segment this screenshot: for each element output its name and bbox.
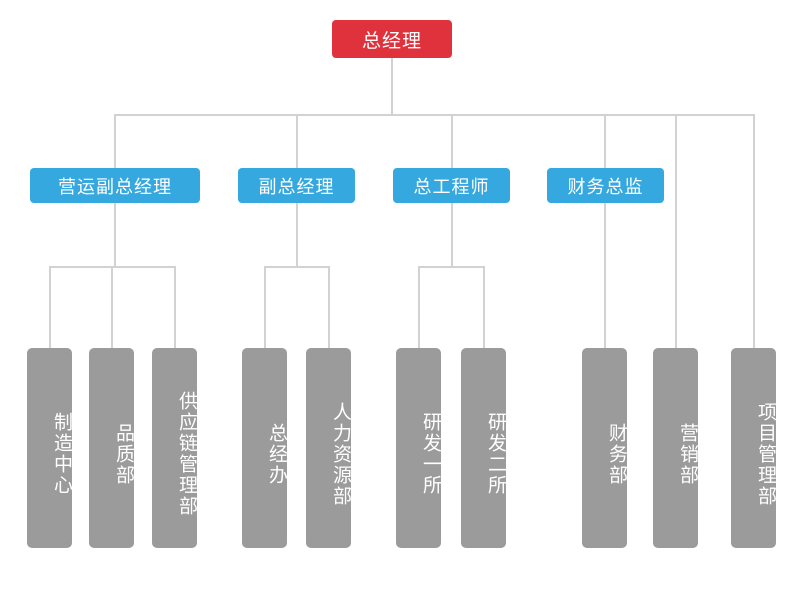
connector-manager-2-bus <box>264 266 330 268</box>
connector-bus-to-manager-1 <box>114 114 116 168</box>
node-finance-director[interactable]: 财务总监 <box>547 168 664 203</box>
connector-bus-to-manager-2 <box>296 114 298 168</box>
node-project-mgmt-dept[interactable]: 项目管理部 <box>731 348 777 548</box>
connector-to-supply-chain <box>174 266 176 348</box>
connector-to-quality <box>111 266 113 348</box>
node-hr-dept[interactable]: 人力资源部 <box>306 348 352 548</box>
connector-manager-2-stem <box>296 202 298 267</box>
node-deputy-gm[interactable]: 副总经理 <box>238 168 355 203</box>
connector-to-finance <box>604 114 606 348</box>
connector-to-rd-2 <box>483 266 485 348</box>
connector-manager-3-bus <box>418 266 484 268</box>
connector-bus-to-marketing <box>675 114 677 348</box>
connector-to-gm-office <box>264 266 266 348</box>
node-operations-vp[interactable]: 营运副总经理 <box>30 168 200 203</box>
node-supply-chain-dept[interactable]: 供应链管理部 <box>152 348 198 548</box>
node-gm-office[interactable]: 总经办 <box>242 348 288 548</box>
connector-to-hr <box>328 266 330 348</box>
connector-bus-to-manager-3 <box>451 114 453 168</box>
connector-manager-3-stem <box>451 202 453 267</box>
node-finance-dept[interactable]: 财务部 <box>582 348 628 548</box>
node-general-manager[interactable]: 总经理 <box>332 20 452 58</box>
node-rd-institute-1[interactable]: 研发一所 <box>396 348 442 548</box>
node-marketing-dept[interactable]: 营销部 <box>653 348 699 548</box>
connector-bus-to-project-mgmt <box>753 114 755 348</box>
connector-root-stem <box>391 58 393 115</box>
node-rd-institute-2[interactable]: 研发二所 <box>461 348 507 548</box>
connector-to-manufacturing <box>49 266 51 348</box>
connector-main-bus <box>115 114 755 116</box>
node-chief-engineer[interactable]: 总工程师 <box>393 168 510 203</box>
connector-to-rd-1 <box>418 266 420 348</box>
node-quality-dept[interactable]: 品质部 <box>89 348 135 548</box>
node-manufacturing-center[interactable]: 制造中心 <box>27 348 73 548</box>
connector-manager-1-stem <box>114 202 116 267</box>
